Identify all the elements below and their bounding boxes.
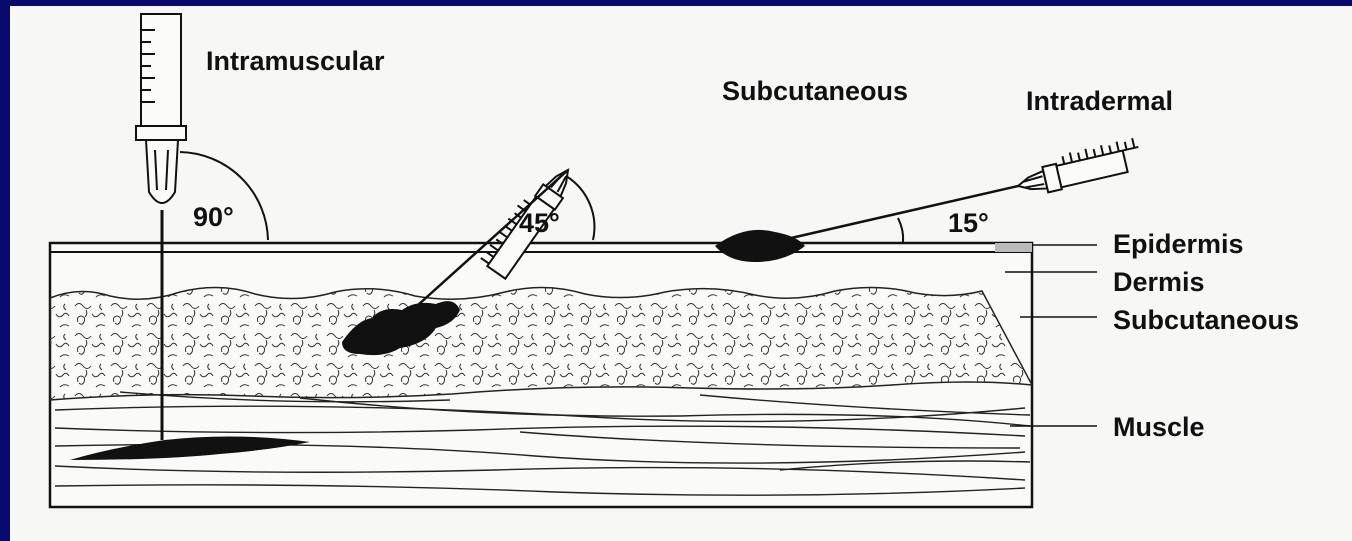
angle-label-15: 15° <box>948 210 989 237</box>
muscle-label: Muscle <box>1113 414 1205 441</box>
angle-arc-15 <box>898 218 903 242</box>
dermis-label: Dermis <box>1113 269 1205 296</box>
intradermal-label: Intradermal <box>1026 88 1173 115</box>
subcutaneous-layer-label: Subcutaneous <box>1113 307 1299 334</box>
epidermis-label: Epidermis <box>1113 231 1244 258</box>
angle-label-45: 45° <box>519 210 560 237</box>
intramuscular-label: Intramuscular <box>206 48 385 75</box>
intradermal-syringe <box>1013 137 1143 198</box>
angle-arc-45 <box>566 176 594 240</box>
angle-label-90: 90° <box>193 204 234 231</box>
subcutaneous-layer <box>50 287 1032 400</box>
subcutaneous-injection-label: Subcutaneous <box>722 78 908 105</box>
